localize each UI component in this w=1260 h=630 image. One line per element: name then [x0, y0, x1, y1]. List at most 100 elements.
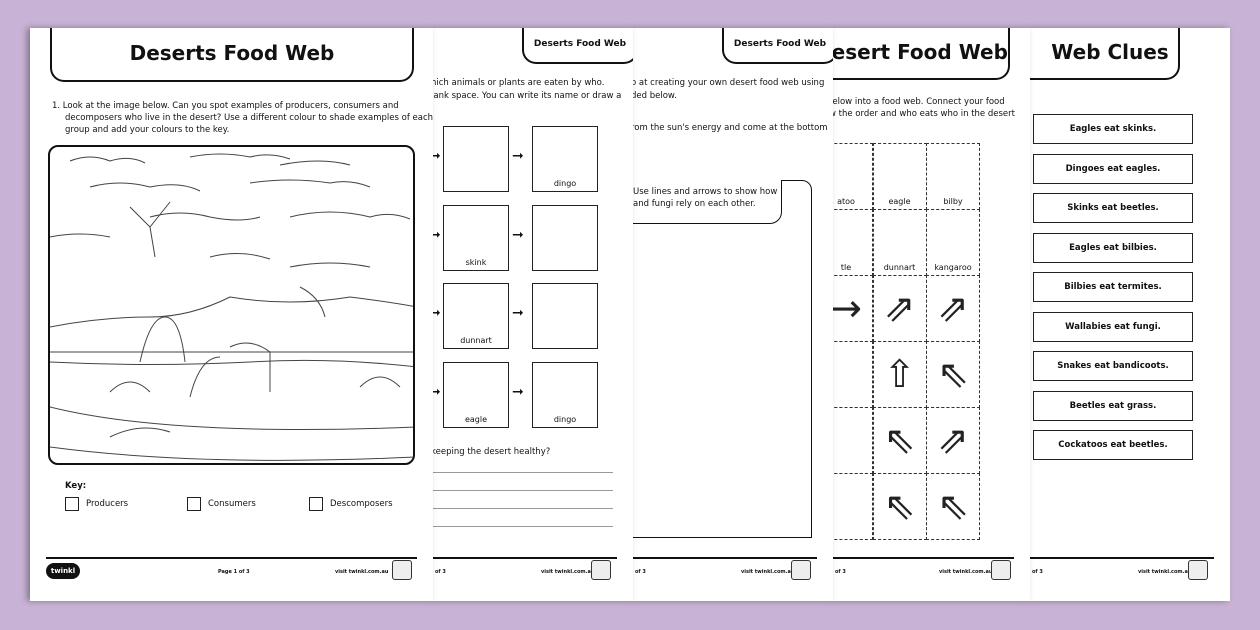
animal-label: kangaroo	[934, 263, 972, 272]
arrow-card[interactable]: ⇗	[926, 275, 980, 342]
instruction-line: 1. Look at the image below. Can you spot…	[52, 101, 399, 111]
food-chain-box[interactable]	[443, 126, 509, 192]
answer-line[interactable]	[433, 490, 613, 491]
site-link: visit twinkl.com.au	[335, 569, 389, 575]
page-number: of 3	[435, 569, 446, 575]
arrow-right-icon: ➞	[512, 383, 524, 400]
answer-line[interactable]	[433, 508, 613, 509]
animal-card[interactable]: dunnart	[872, 209, 927, 276]
key-item-label: Descomposers	[330, 499, 393, 509]
arrow-card[interactable]: ⇗	[926, 407, 980, 474]
page-tab: Deserts Food Web	[522, 28, 633, 64]
instruction-line: hich animals or plants are eaten by who.	[433, 78, 605, 88]
instruction-line: decomposers who live in the desert? Use …	[65, 113, 433, 123]
food-chain-box[interactable]: dingo	[532, 126, 598, 192]
producers-checkbox[interactable]	[65, 497, 79, 511]
page-number: of 3	[835, 569, 846, 575]
food-chain-box[interactable]: skink	[443, 204, 509, 271]
clue-card: Skinks eat beetles.	[1033, 193, 1193, 223]
footer-divider	[633, 557, 817, 559]
arrow-card[interactable]: →	[833, 275, 873, 342]
food-chain-box[interactable]	[532, 204, 598, 271]
animal-label: skink	[465, 257, 487, 267]
logo-text: twinkl	[50, 567, 76, 575]
animal-label: dunnart	[883, 263, 916, 272]
arrow-card[interactable]	[833, 473, 873, 540]
animal-card[interactable]: atoo	[833, 143, 873, 210]
arrow-card[interactable]: ⇖	[926, 341, 980, 408]
instruction-line: Use lines and arrows to show how	[633, 187, 778, 197]
arrow-card[interactable]: ⇧	[872, 341, 927, 408]
site-link: visit twinkl.com.au	[541, 569, 595, 575]
key-item-label: Producers	[86, 499, 129, 509]
animal-label: tle	[840, 263, 852, 272]
arrow-right-icon: ➞	[512, 148, 524, 164]
arrow-card[interactable]: ⇖	[872, 407, 927, 474]
animal-label: atoo	[837, 197, 855, 206]
animal-label: dingo	[553, 179, 577, 188]
animal-card[interactable]: eagle	[872, 143, 927, 210]
instruction-line: rom the sun's energy and come at the bot…	[633, 123, 828, 133]
drawing-instruction-tab: Use lines and arrows to show how and fun…	[633, 180, 782, 224]
clue-card: Dingoes eat eagles.	[1033, 153, 1193, 184]
page-tab: Deserts Food Web	[722, 28, 833, 64]
badge-icon	[991, 560, 1011, 580]
worksheet-page-3: Deserts Food Web o at creating your own …	[633, 28, 833, 601]
clue-card: Eagles eat skinks.	[1033, 114, 1193, 144]
arrow-card[interactable]	[833, 341, 873, 408]
decomposers-checkbox[interactable]	[309, 497, 323, 511]
instruction-line: o at creating your own desert food web u…	[633, 78, 825, 88]
instruction-line: lank space. You can write its name or dr…	[433, 91, 622, 101]
title-text: Deserts Food Web	[129, 41, 335, 65]
arrow-card[interactable]	[833, 407, 873, 474]
instruction-line: below into a food web. Connect your food	[833, 97, 1005, 107]
animal-card[interactable]: tle	[833, 209, 873, 276]
page-title: Deserts Food Web	[50, 28, 414, 82]
arrow-up-icon: ⇧	[883, 352, 916, 396]
site-link: visit twinkl.com.au	[1138, 569, 1192, 575]
footer-divider	[1030, 557, 1214, 559]
clue-card: Bilbies eat termites.	[1033, 272, 1193, 302]
arrow-up-right-icon: ⇗	[883, 286, 916, 330]
arrow-right-icon: ➞	[512, 305, 524, 321]
tab-text: Deserts Food Web	[533, 39, 627, 49]
answer-line[interactable]	[433, 526, 613, 527]
food-chain-box[interactable]: dunnart	[443, 283, 509, 349]
tab-text: Deserts Food Web	[733, 39, 827, 49]
key-item-label: Consumers	[208, 499, 256, 509]
page-title: Desert Food Web	[833, 28, 1010, 80]
food-chain-box[interactable]: dingo	[532, 361, 598, 428]
animal-card[interactable]: kangaroo	[926, 209, 980, 276]
animal-card[interactable]: bilby	[926, 143, 980, 210]
page-number: of 3	[1032, 569, 1043, 575]
animal-label: eagle	[888, 197, 911, 206]
answer-line[interactable]	[433, 472, 613, 473]
footer-divider	[833, 557, 1014, 559]
badge-icon	[1188, 560, 1208, 580]
arrow-right-icon: ➞	[433, 305, 441, 321]
food-chain-box[interactable]: eagle	[443, 361, 509, 428]
footer-divider	[46, 557, 417, 559]
drawing-area[interactable]	[633, 180, 812, 538]
worksheet-page-2: Deserts Food Web hich animals or plants …	[433, 28, 633, 601]
worksheet-page-4: Desert Food Web below into a food web. C…	[833, 28, 1030, 601]
arrow-up-left-icon: ⇖	[883, 418, 916, 462]
food-chain-box[interactable]	[532, 283, 598, 349]
animal-label: bilby	[943, 197, 963, 206]
desert-scene-illustration[interactable]	[48, 145, 415, 465]
instruction-line: w the order and who eats who in the dese…	[833, 109, 1015, 119]
arrow-card[interactable]: ⇖	[926, 473, 980, 540]
title-text: Web Clues	[1051, 40, 1169, 64]
worksheet-page-5: Web Clues Eagles eat skinks. Dingoes eat …	[1030, 28, 1230, 601]
badge-icon	[591, 560, 611, 580]
consumers-checkbox[interactable]	[187, 497, 201, 511]
animal-label: dingo	[553, 414, 577, 424]
arrow-card[interactable]: ⇖	[872, 473, 927, 540]
title-text: Desert Food Web	[833, 40, 1008, 64]
footer-divider	[433, 557, 617, 559]
arrow-card[interactable]: ⇗	[872, 275, 927, 342]
page-number: of 3	[635, 569, 646, 575]
badge-icon	[791, 560, 811, 580]
animal-label: eagle	[464, 414, 488, 424]
arrow-right-icon: ➞	[512, 226, 524, 243]
